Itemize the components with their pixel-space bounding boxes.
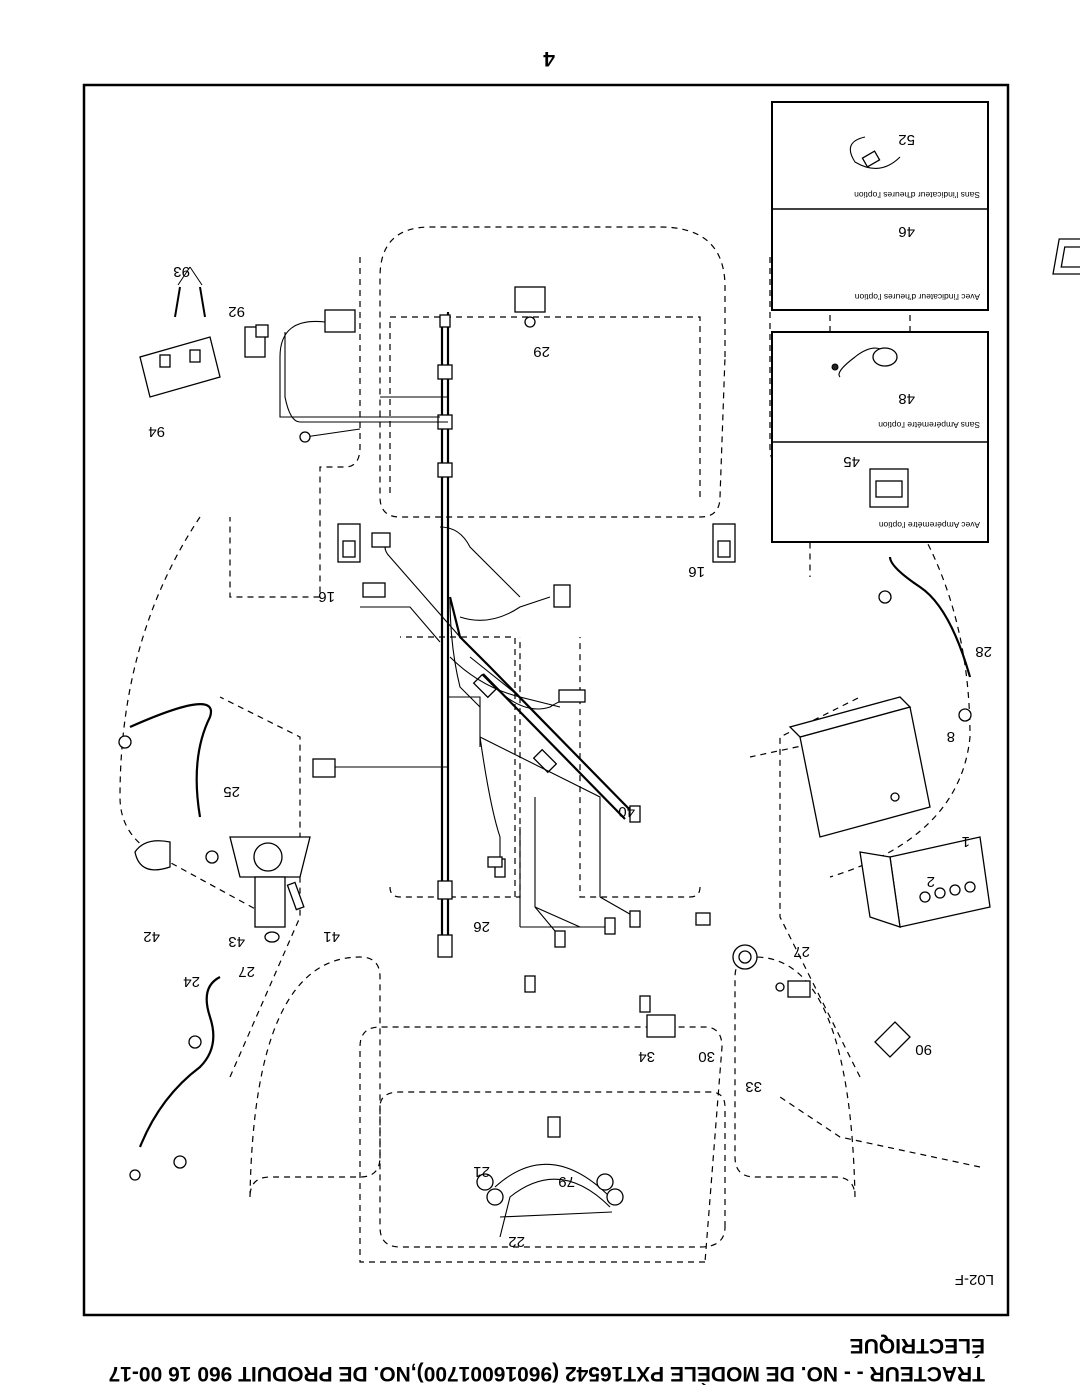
boot-42 <box>134 840 171 871</box>
option-caption-with-hourmeter: Avec l'indicateur d'heures l'option <box>855 292 980 302</box>
ammeter-jumper-48 <box>831 347 898 378</box>
option-box-ammeter: Sans Ampéremétre l'option 48 Avec Ampére… <box>771 331 989 543</box>
callout-92: 92 <box>228 303 245 320</box>
diagram-frame <box>82 83 1010 1317</box>
battery-box-8 <box>788 696 931 838</box>
sensor-90 <box>874 1021 911 1058</box>
screws-93 <box>174 266 206 318</box>
plug-92 <box>244 324 269 358</box>
callout-16-right: 16 <box>688 563 705 580</box>
fuse-26 <box>487 856 503 868</box>
callout-27b: 27 <box>793 943 810 960</box>
callout-90: 90 <box>915 1041 932 1058</box>
key-33 <box>775 980 811 998</box>
callout-27a: 27 <box>238 963 255 980</box>
ground-cable-24 <box>138 976 221 1148</box>
callout-79: 79 <box>558 1173 575 1190</box>
bolt-41 <box>286 881 305 911</box>
option-box-hour-meter: Sans l'indicateur d'heures l'option 52 A… <box>771 101 1080 311</box>
callout-29: 29 <box>533 343 550 360</box>
callout-48: 48 <box>898 390 915 407</box>
battery-cable-28 <box>888 556 972 678</box>
option-caption-no-ammeter: Sans Ampéremétre l'option <box>878 420 980 430</box>
battery-1 <box>859 836 991 928</box>
tractor-outline <box>119 226 981 1263</box>
callout-43: 43 <box>228 933 245 950</box>
callout-2: 2 <box>927 873 935 890</box>
seat-switch-34 <box>646 1014 676 1038</box>
callout-21: 21 <box>473 1163 490 1180</box>
nut-27a <box>264 931 280 943</box>
callout-25: 25 <box>223 783 240 800</box>
callout-numbers: 93 92 94 29 16 16 28 8 25 40 1 2 42 43 4… <box>143 263 992 1250</box>
battery-cable-25 <box>129 703 213 818</box>
callout-16-left: 16 <box>318 588 335 605</box>
drawing-code: L02-F <box>955 1271 994 1288</box>
ignition-switch-30 <box>732 944 758 970</box>
solenoid-43 <box>229 836 311 928</box>
callout-28: 28 <box>975 643 992 660</box>
option-caption-with-ammeter: Avec Ampéremétre l'option <box>879 520 980 530</box>
page-number: 4 <box>543 47 555 70</box>
headlight-harness-21 <box>494 1116 611 1238</box>
ignition-module-29 <box>514 286 546 328</box>
callout-30: 30 <box>698 1048 715 1065</box>
relay-16-right <box>712 523 736 563</box>
callout-1: 1 <box>962 833 970 850</box>
callout-22: 22 <box>508 1233 525 1250</box>
callout-42: 42 <box>143 928 160 945</box>
callout-24: 24 <box>183 973 200 990</box>
option-caption-no-hourmeter: Sans l'indicateur d'heures l'option <box>854 190 980 200</box>
callout-33: 33 <box>745 1078 762 1095</box>
bulbs-22 <box>476 1173 624 1218</box>
wiring-harness-40 <box>284 312 711 1013</box>
callout-46: 46 <box>898 223 915 240</box>
page-title-line1: TRACTEUR - - NO. DE MODÈLE PXT16542 (960… <box>109 1362 985 1385</box>
callout-26: 26 <box>473 918 490 935</box>
hour-meter-46 <box>1052 238 1080 275</box>
callout-41: 41 <box>323 928 340 945</box>
callout-34: 34 <box>638 1048 655 1065</box>
page-title-line2: ÉLECTRIQUE <box>850 1334 985 1357</box>
rectifier-94 <box>139 336 221 398</box>
connector-cluster <box>279 309 440 443</box>
callout-94: 94 <box>148 423 165 440</box>
callout-52: 52 <box>898 131 915 148</box>
callout-40: 40 <box>618 803 635 820</box>
relay-16-left <box>337 523 361 563</box>
hour-meter-connector-52 <box>849 136 901 169</box>
callout-8: 8 <box>947 728 955 745</box>
callout-45: 45 <box>843 453 860 470</box>
callout-93: 93 <box>173 263 190 280</box>
ammeter-45 <box>869 468 909 508</box>
